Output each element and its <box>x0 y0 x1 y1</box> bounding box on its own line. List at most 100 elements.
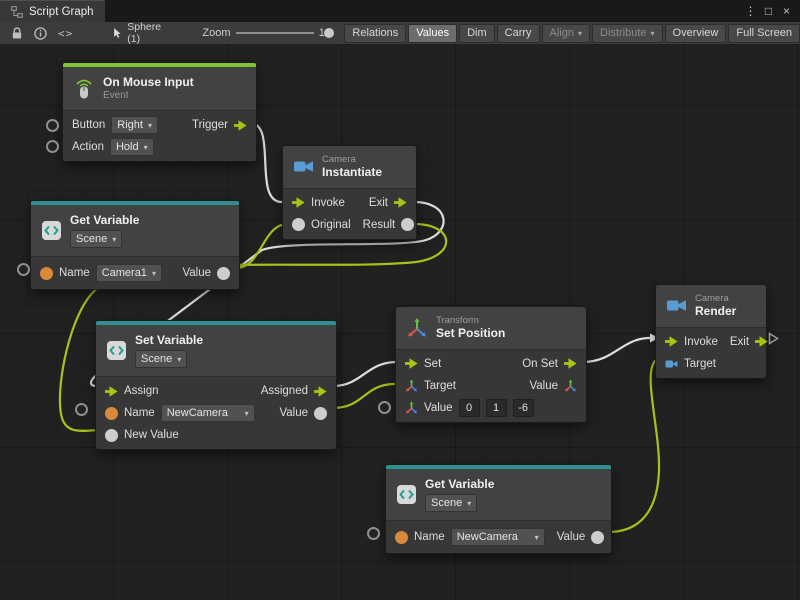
button-label: Distribute <box>600 27 646 39</box>
carry-button[interactable]: Carry <box>497 24 540 43</box>
action-label: Action <box>72 141 104 153</box>
selection-breadcrumb[interactable]: Sphere (1) <box>113 22 164 45</box>
info-button[interactable] <box>34 27 47 40</box>
original-port[interactable] <box>292 218 305 231</box>
relations-button[interactable]: Relations <box>344 24 406 43</box>
node-header: Camera Render <box>656 285 766 327</box>
menu-icon[interactable]: ⋮ <box>742 2 759 20</box>
vector3-value-out-port[interactable] <box>564 379 577 392</box>
code-icon[interactable]: <> <box>58 27 73 40</box>
button-label: Overview <box>673 27 719 39</box>
node-title: On Mouse Input <box>103 75 194 89</box>
result-port[interactable] <box>401 218 414 231</box>
node-camera-render[interactable]: Camera Render Invoke Exit Target <box>655 284 767 379</box>
variable-name-dropdown[interactable]: NewCamera▾ <box>451 528 545 546</box>
node-body: Invoke Exit Original Result <box>283 188 416 239</box>
align-button[interactable]: Align▾ <box>542 24 590 43</box>
dim-button[interactable]: Dim <box>459 24 495 43</box>
button-label: Carry <box>505 27 532 39</box>
vector-x-field[interactable]: 0 <box>459 399 480 417</box>
vector3-target-port[interactable] <box>405 379 418 392</box>
variable-name-dropdown[interactable]: Camera1▾ <box>96 264 162 282</box>
vector-y-field[interactable]: 1 <box>486 399 507 417</box>
node-get-variable-newcamera[interactable]: Get Variable Scene▾ Name NewCamera▾ Valu… <box>385 464 612 554</box>
exit-flow-port[interactable] <box>394 197 407 208</box>
set-flow-port[interactable] <box>405 358 418 369</box>
close-icon[interactable]: × <box>778 2 795 20</box>
node-on-mouse-input[interactable]: On Mouse Input Event Button Right▾ Trigg… <box>62 62 257 162</box>
zoom-slider[interactable] <box>236 27 314 39</box>
maximize-icon[interactable]: □ <box>760 2 777 20</box>
zoom-slider-handle[interactable] <box>324 28 334 38</box>
new-value-label: New Value <box>124 429 179 441</box>
node-title: Set Position <box>436 326 505 340</box>
node-title: Instantiate <box>322 165 382 179</box>
dropdown-value: NewCamera <box>457 531 518 543</box>
assigned-label: Assigned <box>261 385 308 397</box>
result-label: Result <box>363 219 396 231</box>
zoom-slider-track <box>236 32 314 34</box>
variable-name-dropdown[interactable]: NewCamera▾ <box>161 404 255 422</box>
wire-onset-to-invoke <box>583 338 650 362</box>
on-set-flow-port[interactable] <box>564 358 577 369</box>
node-title: Get Variable <box>425 477 494 491</box>
invoke-flow-port[interactable] <box>292 197 305 208</box>
wire-camera1-to-original <box>236 224 288 268</box>
vector3-value-in-port[interactable] <box>405 401 418 414</box>
dropdown-value: Scene <box>76 233 107 246</box>
tab-script-graph[interactable]: Script Graph <box>0 0 105 22</box>
invoke-flow-port[interactable] <box>665 336 678 347</box>
vector-z-field[interactable]: -6 <box>513 399 534 417</box>
scope-dropdown[interactable]: Scene▾ <box>425 494 477 512</box>
node-header: Get Variable Scene▾ <box>386 469 611 520</box>
assigned-flow-port[interactable] <box>314 386 327 397</box>
node-body: Assign Assigned Name NewCamera▾ Value Ne… <box>96 376 336 449</box>
pointer-icon <box>113 26 122 40</box>
invoke-exit-row: Invoke Exit <box>656 331 766 353</box>
graph-toolbar: <> Sphere (1) Zoom 1x Relations Values D… <box>0 22 800 45</box>
variables-icon <box>396 484 417 505</box>
value-port[interactable] <box>591 531 604 544</box>
scope-dropdown[interactable]: Scene▾ <box>135 350 187 368</box>
button-row: Button Right▾ Trigger <box>63 114 256 136</box>
full-screen-button[interactable]: Full Screen <box>728 24 800 43</box>
node-get-variable-camera1[interactable]: Get Variable Scene▾ Name Camera1▾ Value <box>30 200 240 290</box>
node-body: Button Right▾ Trigger Action Hold▾ <box>63 110 256 161</box>
node-set-variable[interactable]: Set Variable Scene▾ Assign Assigned Name… <box>95 320 337 450</box>
caret-down-icon: ▾ <box>467 499 471 509</box>
camera-icon <box>293 158 314 175</box>
value-port[interactable] <box>314 407 327 420</box>
unconnected-port-stub <box>46 119 59 132</box>
window-tab-bar: Script Graph ⋮ □ × <box>0 0 800 22</box>
node-category: Transform <box>436 315 505 326</box>
distribute-button[interactable]: Distribute▾ <box>592 24 662 43</box>
exit-flow-port[interactable] <box>755 336 768 347</box>
node-transform-set-position[interactable]: Transform Set Position Set On Set <box>395 306 587 423</box>
lock-button[interactable] <box>11 27 23 40</box>
values-button[interactable]: Values <box>408 24 457 43</box>
value-port[interactable] <box>217 267 230 280</box>
name-port[interactable] <box>395 531 408 544</box>
action-dropdown[interactable]: Hold▾ <box>110 138 154 156</box>
overview-button[interactable]: Overview <box>665 24 727 43</box>
node-title: Get Variable <box>70 213 139 227</box>
name-port[interactable] <box>40 267 53 280</box>
camera-icon <box>666 297 687 314</box>
button-label: Button <box>72 119 105 131</box>
node-header: Set Variable Scene▾ <box>96 325 336 376</box>
unconnected-port-stub <box>378 401 391 414</box>
camera-target-port[interactable] <box>665 359 678 369</box>
on-set-label: On Set <box>522 358 558 370</box>
scope-dropdown[interactable]: Scene▾ <box>70 230 122 248</box>
name-port[interactable] <box>105 407 118 420</box>
original-result-row: Original Result <box>283 214 416 236</box>
new-value-port[interactable] <box>105 429 118 442</box>
assign-flow-port[interactable] <box>105 386 118 397</box>
name-value-row: Name NewCamera▾ Value <box>96 402 336 424</box>
node-camera-instantiate[interactable]: Camera Instantiate Invoke Exit Original … <box>282 145 417 240</box>
value-input-row: Value 0 1 -6 <box>396 397 586 419</box>
trigger-flow-port[interactable] <box>234 120 247 131</box>
target-label: Target <box>684 358 716 370</box>
graph-canvas[interactable]: On Mouse Input Event Button Right▾ Trigg… <box>0 44 800 600</box>
button-dropdown[interactable]: Right▾ <box>111 116 158 134</box>
